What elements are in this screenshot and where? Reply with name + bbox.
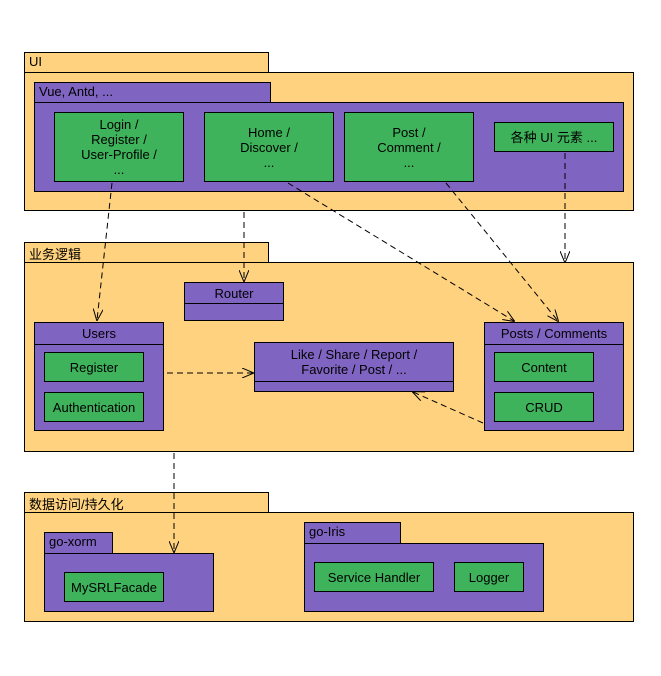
post-module: Post / Comment / ... [344, 112, 474, 182]
framework-tab: Vue, Antd, ... [34, 82, 271, 103]
data-package-label: 数据访问/持久化 [29, 497, 124, 512]
ui-elements-module: 各种 UI 元素 ... [494, 122, 614, 152]
arrow-post-to-posts [445, 182, 558, 321]
router-component: Router [184, 282, 284, 304]
register-module: Register [44, 352, 144, 382]
arrow-login-to-users [97, 182, 113, 320]
xorm-label: go-xorm [49, 534, 97, 549]
iris-label: go-Iris [309, 524, 346, 539]
logic-package-label: 业务逻辑 [29, 247, 82, 262]
ui-package-label: UI [29, 54, 42, 69]
logger-module: Logger [454, 562, 524, 592]
crud-module: CRUD [494, 392, 594, 422]
login-module: Login / Register / User-Profile / ... [54, 112, 184, 182]
mysrl-facade-module: MySRLFacade [64, 572, 164, 602]
content-module: Content [494, 352, 594, 382]
home-module: Home / Discover / ... [204, 112, 334, 182]
iris-tab: go-Iris [304, 522, 401, 544]
framework-label: Vue, Antd, ... [39, 84, 113, 99]
router-component-base [184, 303, 284, 321]
authentication-module: Authentication [44, 392, 144, 422]
arrow-posts-to-actions [413, 392, 484, 424]
logic-package-tab: 业务逻辑 [24, 242, 269, 263]
service-handler-module: Service Handler [314, 562, 434, 592]
arrow-home-to-posts [287, 182, 514, 321]
actions-component-base [254, 381, 454, 392]
